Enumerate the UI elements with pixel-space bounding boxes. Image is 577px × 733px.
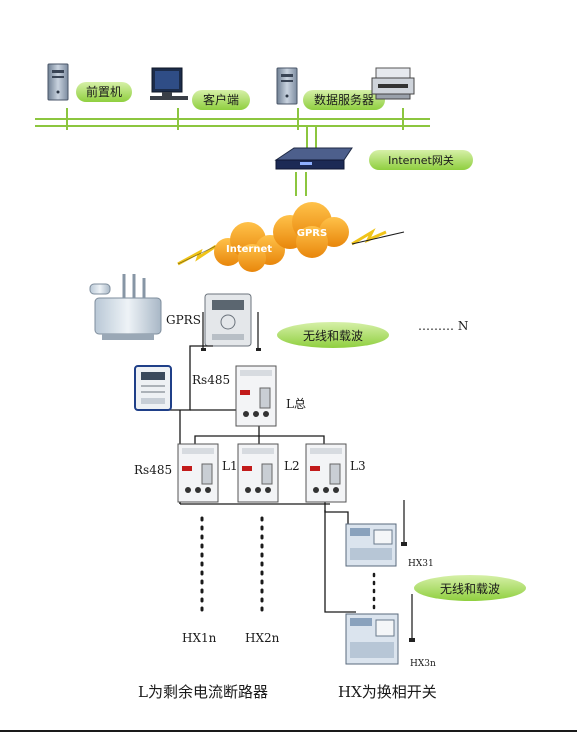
legend: L为剩余电流断路器 HX为换相开关 — [138, 683, 437, 701]
wireless-carrier-bubble-1 — [277, 322, 389, 348]
wireless-carrier-label-2: 无线和载波 — [440, 582, 500, 596]
lightning-right-icon — [351, 228, 387, 246]
hx1n-label: HX1n — [182, 631, 217, 645]
hx31-switch-icon — [345, 500, 407, 567]
gateway-label-bubble — [369, 150, 473, 170]
internet-cloud-icon — [214, 222, 285, 272]
hx3n-switch-icon — [345, 594, 415, 665]
l-total-label: L总 — [286, 397, 306, 411]
more-nodes-label: ……… N — [418, 319, 468, 333]
front-server-label: 前置机 — [86, 84, 122, 99]
gateway-label: Internet网关 — [388, 153, 454, 167]
gprs-cloud-icon — [273, 202, 349, 258]
l1-label: L1 — [222, 459, 238, 473]
data-server-label: 数据服务器 — [314, 92, 374, 107]
client-label-bubble — [192, 90, 250, 110]
electric-meter-icon — [134, 365, 172, 411]
field-layer: GPRS 无线和载波 ……… N — [89, 274, 526, 669]
hx2n-label: HX2n — [245, 631, 280, 645]
wireless-carrier-label-1: 无线和载波 — [303, 329, 363, 343]
data-server-icon — [276, 67, 298, 105]
hx3n-label: HX3n — [410, 659, 436, 669]
client-label: 客户端 — [203, 92, 239, 107]
gprs-concentrator-icon — [201, 293, 261, 351]
legend-l-description: L为剩余电流断路器 — [138, 683, 268, 701]
legend-hx-description: HX为换相开关 — [338, 683, 437, 701]
internet-cloud-label: Internet — [226, 244, 272, 255]
gprs-label: GPRS — [166, 313, 201, 327]
printer-icon — [371, 67, 415, 100]
l-total-breaker-icon — [235, 365, 277, 427]
l2-label: L2 — [284, 459, 300, 473]
l3-breaker-icon — [305, 443, 347, 503]
transformer-icon — [89, 274, 162, 340]
l2-breaker-icon — [237, 443, 279, 503]
front-server-icon — [47, 63, 69, 101]
front-server-label-bubble — [76, 82, 132, 102]
l3-label: L3 — [350, 459, 366, 473]
internet-gateway-icon — [274, 147, 353, 170]
rs485-left-label: Rs485 — [134, 463, 172, 477]
hx31-label: HX31 — [408, 559, 434, 569]
rs485-top-label: Rs485 — [192, 373, 230, 387]
l1-breaker-icon — [177, 443, 219, 503]
cloud-group: Internet GPRS — [177, 202, 405, 272]
network-layer: 前置机 客户端 数据服务器 — [35, 63, 473, 196]
gprs-cloud-label: GPRS — [297, 228, 327, 239]
data-server-label-bubble — [303, 90, 385, 110]
client-computer-icon — [150, 67, 188, 100]
wireless-carrier-bubble-2 — [414, 575, 526, 601]
lightning-left-icon — [177, 244, 217, 266]
